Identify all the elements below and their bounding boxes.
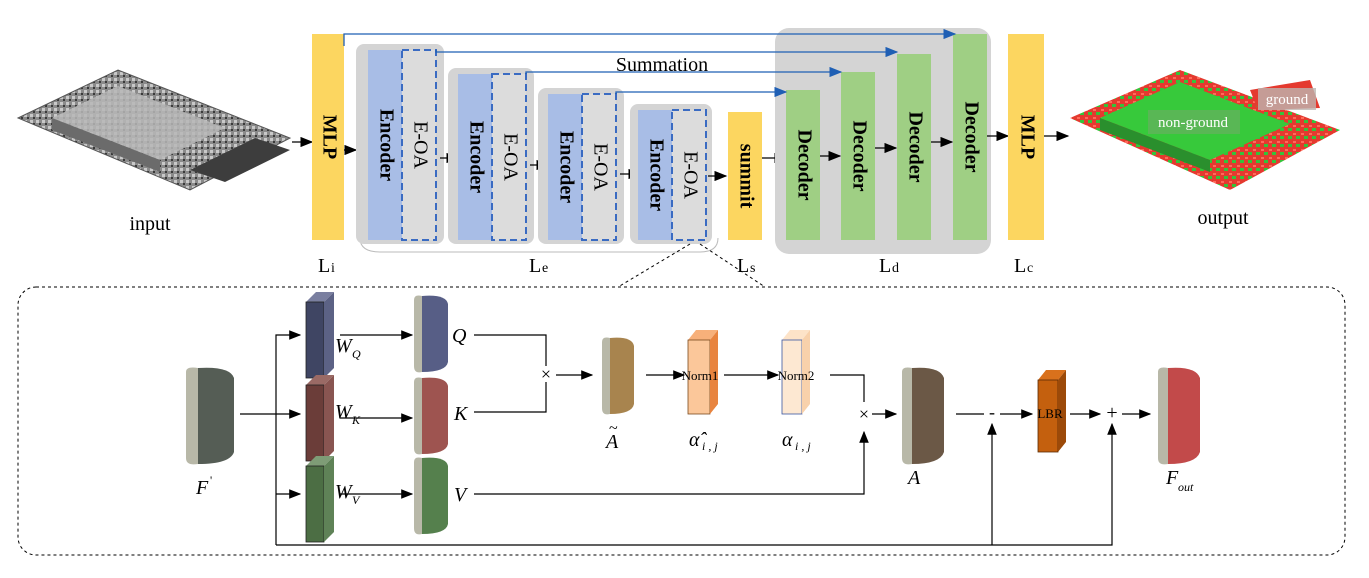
alpha-hat-sub: i , j [702,439,718,453]
output-label: output [1197,207,1249,229]
eoa-4 [671,109,707,241]
LBR-block [1037,370,1066,453]
Q-label: Q [452,325,467,347]
A-tilde-label: A [604,431,619,453]
encoder-2 [458,74,492,240]
decoder-group [775,28,991,254]
feature-F-prime [186,367,234,465]
F-prime-label: F [195,477,209,499]
norm2-block [781,330,810,415]
non-ground-label: non-ground [1158,115,1228,131]
mlp-input-block [312,34,344,240]
encoder-2-text: Encoder [465,121,487,193]
norm1-block [687,330,718,415]
weight-WV [305,456,334,543]
label-ls-main: L [737,255,749,277]
norm1-label: Norm1 [682,368,719,383]
WQ-label: W [335,335,354,357]
multiply-2: × [859,404,869,424]
label-lc-main: L [1014,255,1026,277]
input-point-cloud [16,69,292,191]
skip-connections [343,28,957,98]
F-out-sub: out [1178,480,1194,494]
label-ls-sub: s [750,261,755,276]
ground-label: ground [1266,92,1309,108]
encoder-stack: Encoder E-OA Encoder E-OA Encoder E-OA E… [356,44,728,253]
weight-WQ [305,292,334,379]
eoa-1-text: E-OA [409,121,431,169]
plus-op: + [1106,402,1117,424]
label-lc-sub: c [1027,261,1033,276]
F-out-tile [1158,367,1200,465]
WV-label: W [335,481,354,503]
input-label: input [129,213,171,235]
decoder-2-text: Decoder [848,120,870,191]
alpha-label: α [782,429,793,451]
encoder-4-text: Encoder [645,139,667,211]
eoa-3 [581,93,617,241]
summit-text: summit [735,144,757,209]
alpha-sub: i , j [795,439,811,453]
mlp-input-text: MLP [318,115,340,159]
label-ld-sub: d [892,261,899,276]
F-prime-mark: ' [210,473,212,487]
K-label: K [453,403,469,425]
summation-label: Summation [616,54,708,76]
WK-sub: K [351,413,361,427]
eoa-2 [491,73,527,241]
summit-block [728,112,762,240]
encoder-3-text: Encoder [555,131,577,203]
label-le-sub: e [542,261,548,276]
F-out-label: F [1165,467,1179,489]
encoder-3 [548,94,582,240]
decoder-3 [897,54,931,240]
A-label: A [906,467,921,489]
A-tilde-tile [602,337,634,415]
multiply-1: × [541,364,551,384]
V-tile [414,457,448,535]
label-li-main: L [318,255,330,277]
norm2-label: Norm2 [778,368,815,383]
eoa-1 [401,49,437,241]
decoder-4-text: Decoder [960,101,982,172]
A-tile [902,367,944,465]
WQ-sub: Q [352,347,361,361]
decoder-2 [841,72,875,240]
label-li-sub: i [331,261,335,276]
label-ld-main: L [879,255,891,277]
mlp-output-block [1008,34,1044,240]
decoder-4 [953,34,987,240]
eoa-4-text: E-OA [679,151,701,199]
decoder-1-text: Decoder [793,129,815,200]
decoder-stack: Decoder Decoder Decoder Decoder [775,28,1010,254]
V-label: V [454,484,469,506]
decoder-3-text: Decoder [904,111,926,182]
eoa-detail-panel [17,286,1346,556]
eoa-3-text: E-OA [589,143,611,191]
A-tilde-mark: ~ [609,420,618,437]
K-tile [414,377,448,455]
weight-WK [305,375,334,462]
label-le-main: L [529,255,541,277]
encoder-1-text: Encoder [375,109,397,181]
decoder-1 [786,90,820,240]
output-point-cloud [1070,70,1340,190]
eoa-2-text: E-OA [499,133,521,181]
minus-op: - [989,402,995,422]
WV-sub: V [352,493,361,507]
encoder-4 [638,110,672,240]
mlp-output-text: MLP [1016,115,1038,159]
encoder-1 [368,50,402,240]
Q-tile [414,295,448,373]
LBR-label: LBR [1037,406,1063,421]
